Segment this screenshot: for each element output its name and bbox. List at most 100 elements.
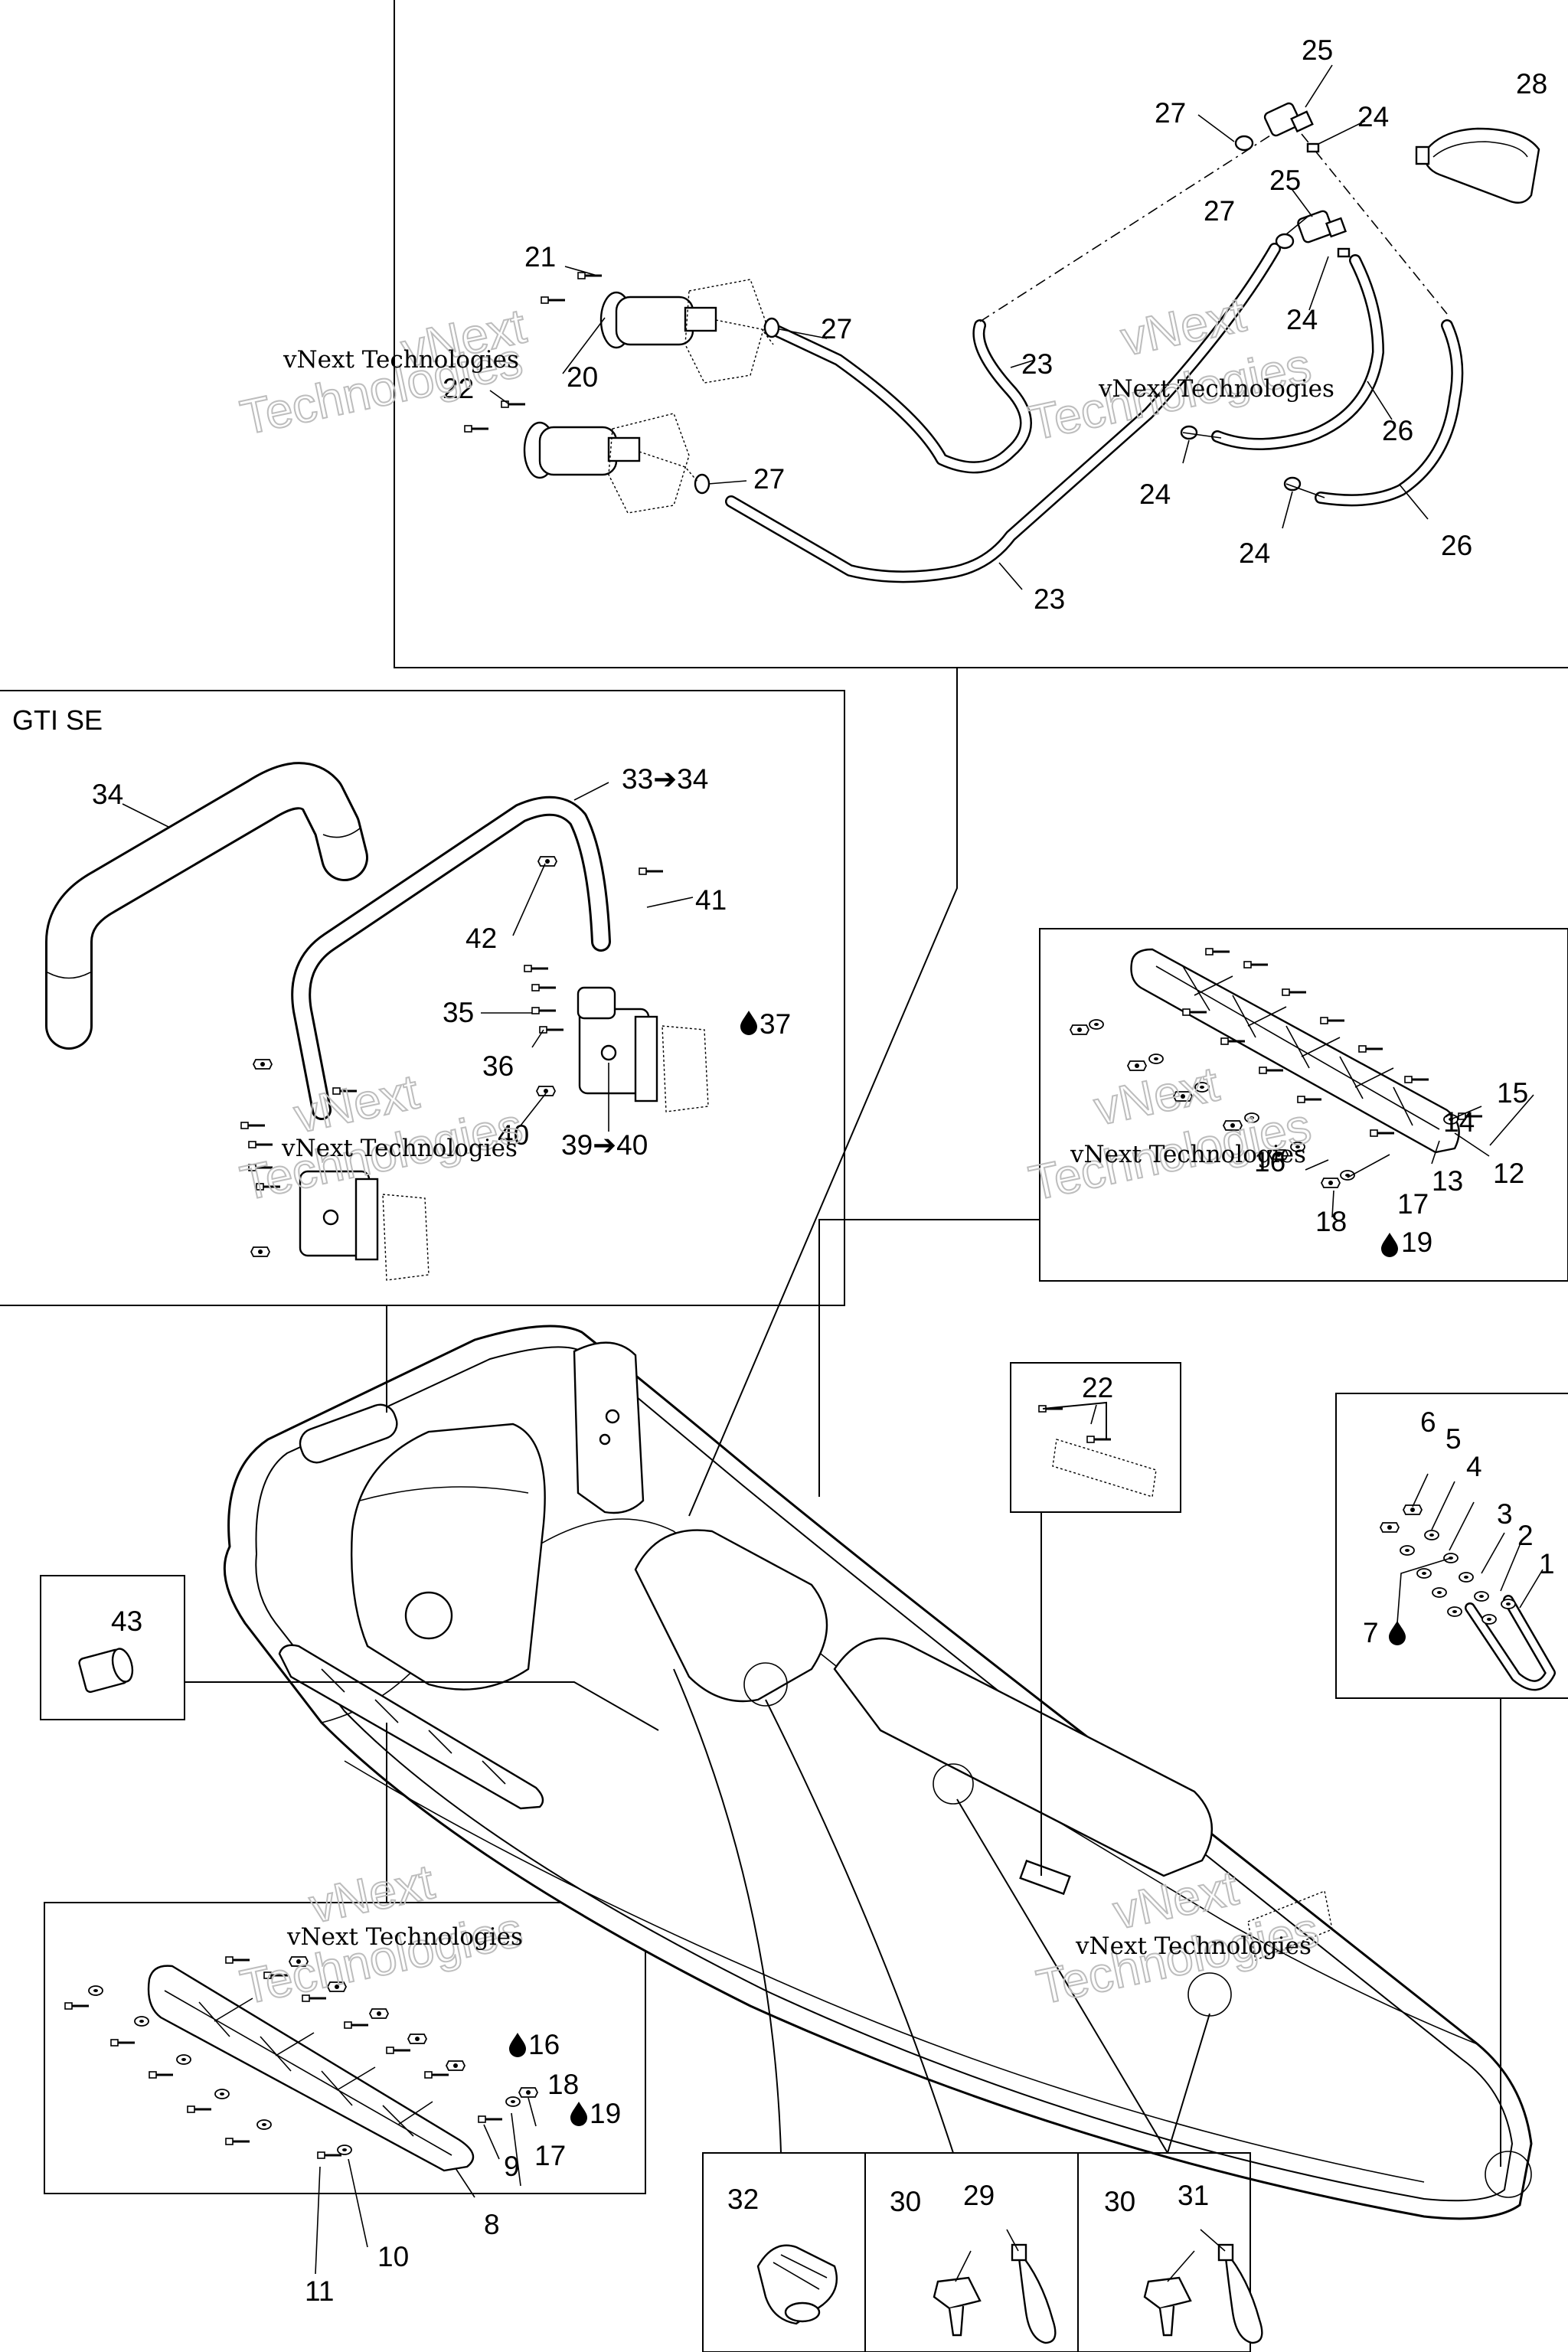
callout-39: 39➔40	[561, 1129, 648, 1161]
part-27-clamp-d	[694, 473, 710, 495]
callout-37-group: 37	[740, 1008, 791, 1040]
callout-14: 14	[1443, 1106, 1475, 1138]
callout-5: 5	[1446, 1423, 1462, 1455]
part-23-upper-tube	[767, 319, 1032, 474]
part-20-vent-valve-lower	[523, 413, 699, 514]
callout-25b: 25	[1269, 165, 1301, 196]
callout-8: 8	[484, 2209, 500, 2240]
callout-27b: 27	[1204, 195, 1235, 227]
part-26-upper-tube	[1211, 254, 1384, 450]
callout-19-group: 19	[1381, 1227, 1432, 1258]
callout-7: 7	[1363, 1617, 1379, 1648]
alignment-line-2	[1301, 133, 1448, 315]
part-20-vent-valve-upper	[599, 279, 774, 384]
part-43-sleeve	[78, 1648, 134, 1694]
watermark-1: Technologies vNext vNext Technologies	[235, 297, 531, 446]
part-22-screws	[463, 400, 527, 433]
callout-16b: 16	[528, 2029, 560, 2060]
svg-text:vNext Technologies: vNext Technologies	[281, 1135, 518, 1162]
callout-34: 34	[92, 779, 123, 810]
callout-13: 13	[1432, 1165, 1463, 1197]
footrest-upper-border	[1039, 928, 1568, 1282]
hardware-boxes	[702, 2152, 1263, 2352]
callout-30a: 30	[890, 2186, 921, 2217]
callout-16b-group: 16	[509, 2029, 560, 2060]
callout-19b-group: 19	[570, 2098, 621, 2129]
watermark-5: Technologies vNext vNext Technologies	[235, 1853, 528, 2015]
svg-text:vNext Technologies: vNext Technologies	[1070, 1141, 1306, 1168]
part-33-handle-tube	[291, 795, 611, 1120]
callout-23b: 23	[1034, 583, 1065, 615]
fluid-drop-icon	[1381, 1233, 1398, 1257]
callout-19: 19	[1401, 1227, 1432, 1258]
callout-26a: 26	[1382, 415, 1413, 446]
callout-15: 15	[1497, 1077, 1528, 1109]
callout-21: 21	[524, 241, 556, 273]
callout-27d: 27	[753, 463, 785, 495]
callout-37: 37	[760, 1008, 791, 1040]
part-32-clip	[756, 2244, 838, 2325]
watermark-4: Technologies vNext vNext Technologies	[1024, 1055, 1316, 1211]
footrest-detail-upper	[1039, 928, 1568, 1282]
callout-36: 36	[482, 1050, 514, 1082]
hull-footrest	[278, 1644, 544, 1810]
callout-9: 9	[504, 2151, 520, 2182]
callout-41: 41	[695, 884, 727, 916]
hardware-box-border	[702, 2152, 1251, 2352]
footrest-detail-lower	[44, 1902, 646, 2194]
svg-text:vNext Technologies: vNext Technologies	[286, 1923, 523, 1951]
fluid-drop-icon	[740, 1011, 757, 1035]
gti-se-label: GTI SE	[12, 704, 103, 736]
part-24-fitting-c	[1180, 425, 1222, 440]
svg-text:vNext Technologies: vNext Technologies	[1098, 375, 1334, 403]
part-21-screws	[540, 271, 603, 305]
callout-16: 16	[1254, 1146, 1285, 1178]
u-bolt-detail	[1335, 1393, 1568, 1699]
callout-27a: 27	[1155, 97, 1186, 129]
callout-7-group: 7	[1363, 1617, 1406, 1648]
callout-40: 40	[498, 1119, 529, 1151]
callout-19b: 19	[590, 2098, 621, 2129]
part-30-push-rivet-b	[1143, 2276, 1192, 2337]
gti-se-section: GTI SE	[0, 690, 845, 1306]
part-43-box	[40, 1575, 185, 1720]
callout-35: 35	[443, 997, 474, 1028]
part-24-fitting-d	[1283, 476, 1325, 498]
part-31-cable-tie	[1217, 2243, 1263, 2344]
gti-se-border	[0, 690, 845, 1306]
part-25-elbow-upper	[1263, 102, 1314, 137]
part-39-bracket-lower	[240, 1059, 430, 1281]
callout-23a: 23	[1021, 348, 1053, 380]
callout-24a: 24	[1357, 101, 1389, 132]
part-28-cover	[1415, 127, 1540, 204]
part-26-lower-tube	[1315, 319, 1464, 507]
part-30-push-rivet-a	[933, 2276, 982, 2337]
alignment-line-1	[979, 129, 1279, 322]
callout-1: 1	[1539, 1548, 1555, 1579]
callout-24b: 24	[1286, 304, 1318, 335]
callout-32: 32	[727, 2184, 759, 2215]
svg-text:vNext Technologies: vNext Technologies	[1075, 1932, 1312, 1960]
part-27-clamp-c	[763, 317, 780, 338]
part-29-cable-tie	[1011, 2243, 1057, 2344]
callout-24c: 24	[1139, 479, 1171, 510]
fluid-drop-icon	[509, 2033, 526, 2057]
part-27-clamp-b	[1275, 233, 1295, 250]
callout-6: 6	[1420, 1406, 1436, 1438]
part-34-handle-bar	[45, 762, 368, 1050]
callout-labels: 25 28 27 24 25 27 24 21 27 23 20 22 26 2…	[92, 34, 1555, 2307]
callout-12: 12	[1493, 1158, 1524, 1189]
callout-22b: 22	[1082, 1372, 1113, 1403]
part-25-elbow-lower	[1297, 210, 1348, 243]
hull-illustration	[223, 1325, 1533, 2220]
callout-31: 31	[1178, 2180, 1209, 2211]
part-12-footrest	[1130, 948, 1460, 1154]
part-24-fitting-b	[1337, 247, 1351, 258]
callout-43: 43	[111, 1606, 142, 1637]
hull-rear-bumper	[299, 1403, 398, 1464]
tube-section-border	[394, 0, 1568, 668]
callout-26b: 26	[1441, 530, 1472, 561]
callout-24d: 24	[1239, 537, 1270, 569]
callout-10: 10	[377, 2241, 409, 2272]
callout-42: 42	[466, 923, 497, 954]
